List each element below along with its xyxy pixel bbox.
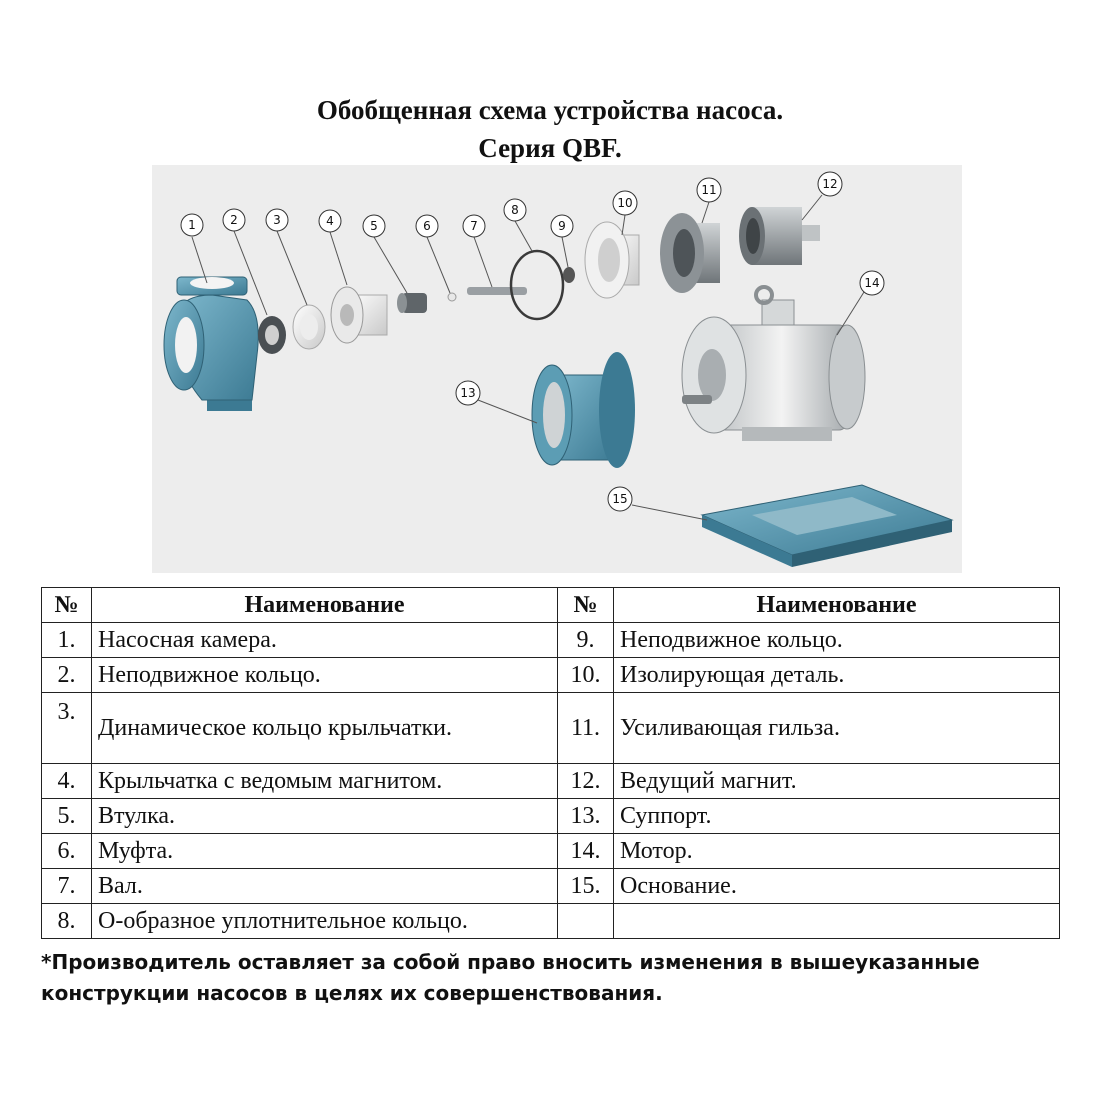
callout-15-label: 15 [612,492,627,506]
callout-1: 1 [180,213,208,284]
table-row: 7. Вал. 15. Основание. [41,868,1060,904]
callout-11-label: 11 [701,183,716,197]
callout-13-label: 13 [460,386,475,400]
row-number-left: 3. [41,692,92,764]
callout-14-label: 14 [864,276,879,290]
row-name-left: Втулка. [91,798,558,834]
bushing-part [397,293,427,313]
header-name-left: Наименование [91,587,558,623]
callout-3-label: 3 [273,213,281,227]
row-name-right: Ведущий магнит. [613,763,1060,799]
row-name-left: Муфта. [91,833,558,869]
callout-12: 12 [801,171,843,221]
callout-4-label: 4 [326,214,334,228]
row-number-left: 5. [41,798,92,834]
diagram-title-line1: Обобщенная схема устройства насоса. [316,95,784,125]
row-number-left: 6. [41,833,92,869]
drive-magnet-part [739,207,820,265]
row-number-right: 15. [557,868,614,904]
table-header-row: № Наименование № Наименование [41,587,1060,623]
callout-10: 10 [612,190,638,236]
callout-8-label: 8 [511,203,519,217]
callout-10-label: 10 [617,196,632,210]
header-name-right: Наименование [613,587,1060,623]
o-ring-part [509,249,565,321]
row-name-left: Крыльчатка с ведомым магнитом. [91,763,558,799]
row-number-right: 11. [557,692,614,764]
callout-7: 7 [462,214,493,288]
row-name-right: Мотор. [613,833,1060,869]
row-name-left: О-образное уплотнительное кольцо. [91,903,558,939]
header-num-left: № [41,587,92,623]
row-number-left: 1. [41,622,92,658]
isolating-part [584,221,640,299]
row-number-left: 2. [41,657,92,693]
row-number-right [557,903,614,939]
row-number-right: 10. [557,657,614,693]
disclaimer-note: *Производитель оставляет за собой право … [41,947,1061,1009]
table-row: 2. Неподвижное кольцо. 10. Изолирующая д… [41,657,1060,693]
callout-3: 3 [265,208,308,306]
callout-7-label: 7 [470,219,478,233]
callout-2: 2 [222,208,268,316]
row-number-right: 12. [557,763,614,799]
row-name-left: Вал. [91,868,558,904]
diagram-title-line2: Серия QBF. [478,133,622,163]
callout-13: 13 [455,380,538,424]
row-number-left: 8. [41,903,92,939]
callout-6-label: 6 [423,219,431,233]
base-part [700,484,954,567]
exploded-pump-diagram: 1 2 3 4 5 6 7 8 9 10 11 12 13 14 15 [152,165,962,573]
callout-4: 4 [318,209,348,286]
coupling-part [447,292,457,302]
callout-5-label: 5 [370,219,378,233]
row-name-left: Неподвижное кольцо. [91,657,558,693]
row-number-right: 13. [557,798,614,834]
row-number-right: 14. [557,833,614,869]
table-row: 6. Муфта. 14. Мотор. [41,833,1060,869]
table-row: 1. Насосная камера. 9. Неподвижное кольц… [41,622,1060,658]
dynamic-ring-part [292,304,326,350]
callout-14: 14 [836,270,885,336]
row-number-left: 4. [41,763,92,799]
stationary-ring-part [258,316,286,354]
motor-part [681,285,866,441]
shaft-part [467,287,527,295]
disclaimer-line2: конструкции насосов в целях их совершенс… [41,981,663,1005]
callout-2-label: 2 [230,213,238,227]
table-row: 5. Втулка. 13. Суппорт. [41,798,1060,834]
callout-8: 8 [503,198,533,252]
table-row: 8. О-образное уплотнительное кольцо. [41,903,1060,939]
callout-6: 6 [415,214,451,294]
row-name-left: Насосная камера. [91,622,558,658]
callout-1-label: 1 [188,218,196,232]
header-num-right: № [557,587,614,623]
stationary-ring-small-part [563,267,575,283]
row-name-left: Динамическое кольцо крыльчатки. [91,692,558,764]
parts-table: № Наименование № Наименование 1. Насосна… [41,587,1060,939]
row-number-right: 9. [557,622,614,658]
row-name-right: Неподвижное кольцо. [613,622,1060,658]
row-name-right: Усиливающая гильза. [613,692,1060,764]
callout-5: 5 [362,214,408,294]
table-row: 3. Динамическое кольцо крыльчатки. 11. У… [41,692,1060,764]
callout-9: 9 [550,214,574,268]
callout-11: 11 [696,177,722,224]
pump-chamber-part [163,276,259,411]
row-name-right: Суппорт. [613,798,1060,834]
callout-9-label: 9 [558,219,566,233]
row-name-right: Основание. [613,868,1060,904]
impeller-part [330,286,388,344]
reinforcing-sleeve-part [660,213,720,293]
support-part [531,352,635,468]
row-number-left: 7. [41,868,92,904]
callout-15: 15 [607,486,708,521]
disclaimer-line1: *Производитель оставляет за собой право … [41,950,980,974]
callout-12-label: 12 [822,177,837,191]
table-row: 4. Крыльчатка с ведомым магнитом. 12. Ве… [41,763,1060,799]
row-name-right: Изолирующая деталь. [613,657,1060,693]
row-name-right [613,903,1060,939]
